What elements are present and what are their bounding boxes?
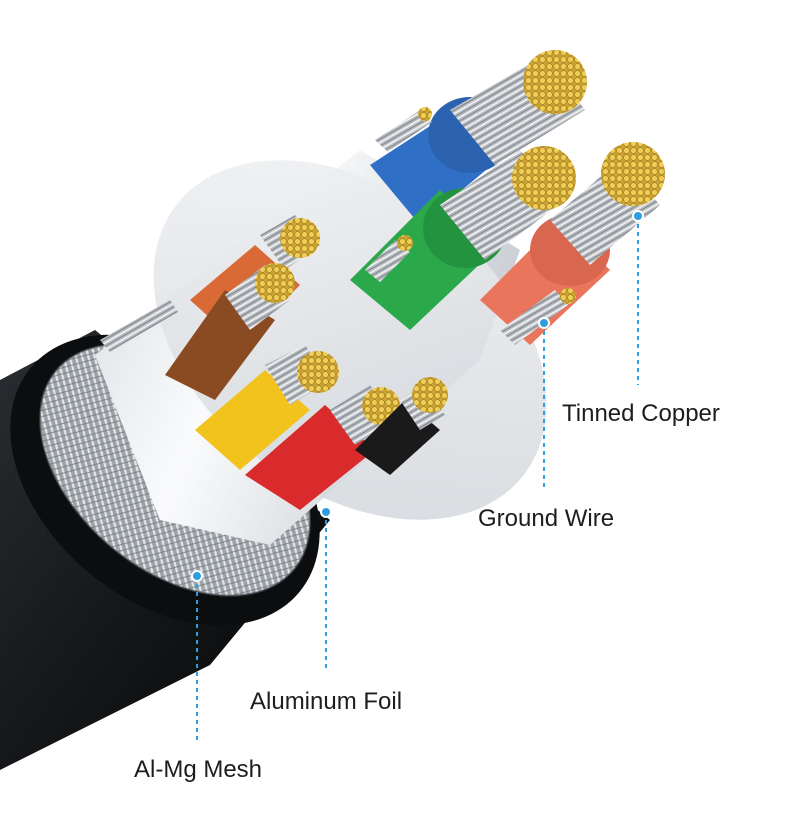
label-tinned-copper: Tinned Copper <box>562 400 720 427</box>
conductor-black <box>355 377 448 475</box>
callout-lines <box>196 216 639 740</box>
callout-dot-tinned <box>632 210 644 222</box>
conductor-brown <box>165 263 295 400</box>
conductor-blue <box>370 50 587 225</box>
callout-dot-ground <box>538 317 550 329</box>
callout-dot-foil <box>320 506 332 518</box>
conductor-red <box>245 385 400 510</box>
label-al-mg-mesh: Al-Mg Mesh <box>134 756 263 783</box>
conductor-yellow <box>195 345 339 470</box>
label-aluminum-foil: Aluminum Foil <box>250 688 403 715</box>
label-ground-wire: Ground Wire <box>478 505 615 532</box>
ground-wire-strands <box>100 107 576 352</box>
conductor-green <box>350 146 576 330</box>
callout-dot-mesh <box>191 570 203 582</box>
conductor-salmon <box>480 142 665 345</box>
callout-dots <box>191 210 644 582</box>
